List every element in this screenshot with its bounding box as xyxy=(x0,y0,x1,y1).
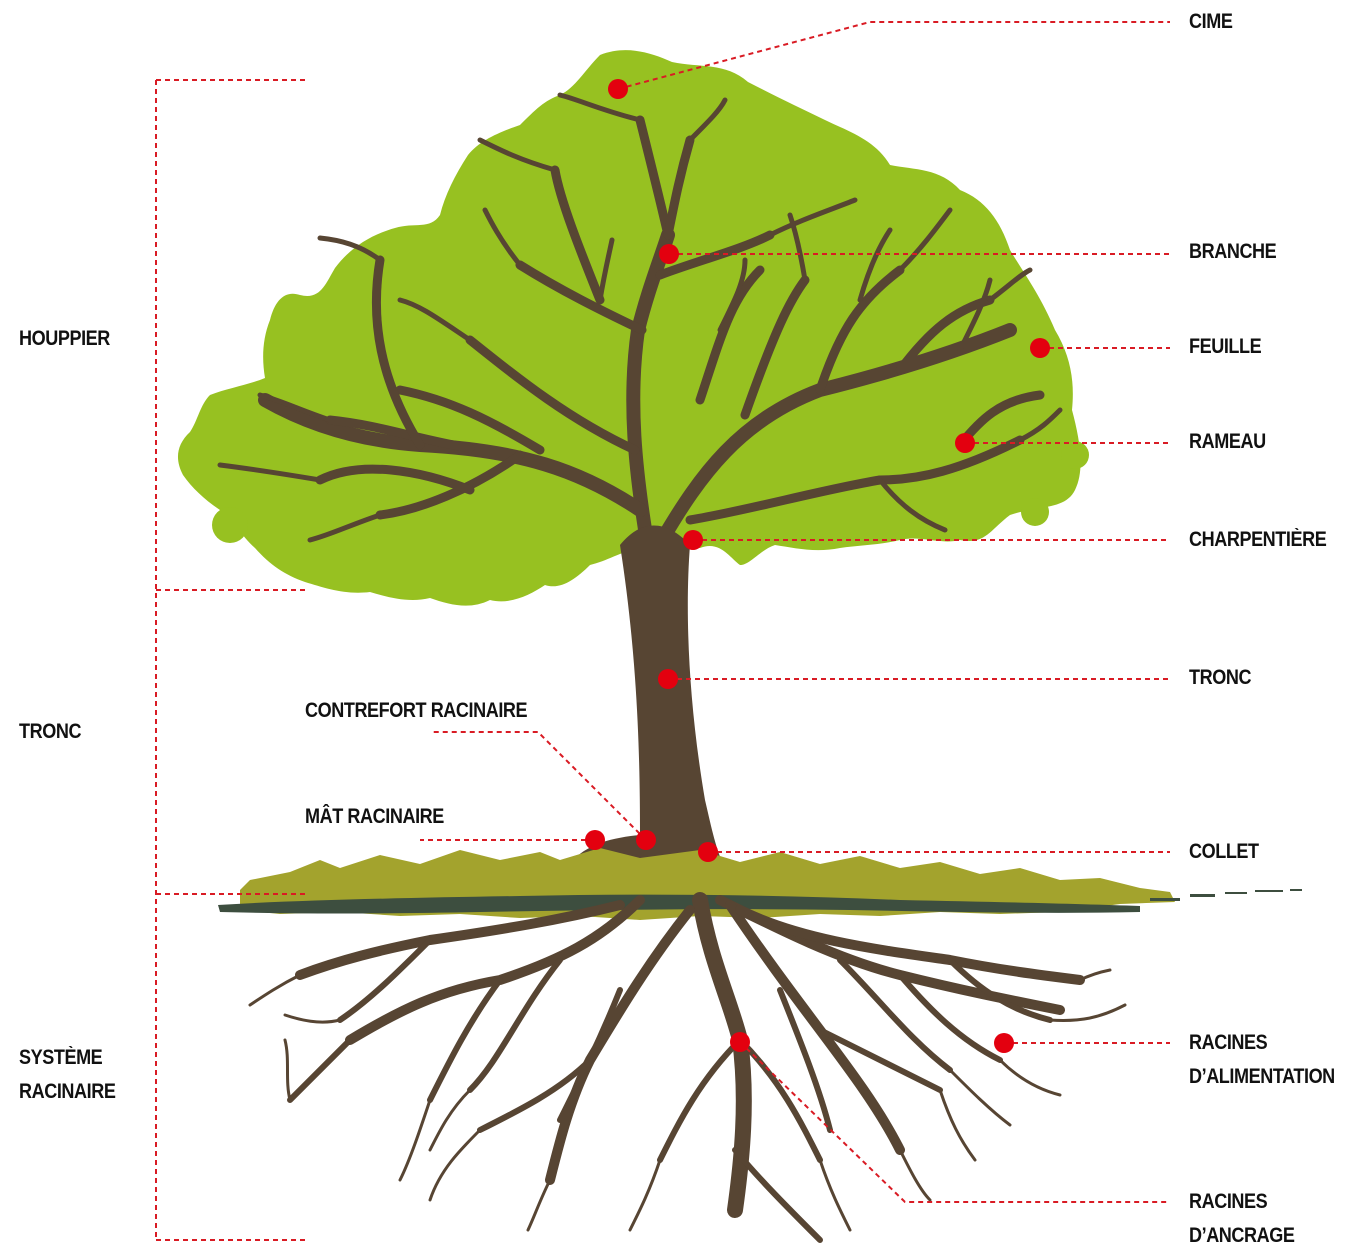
label-rameau: RAMEAU xyxy=(1189,425,1266,459)
soil-flecks xyxy=(1150,889,1302,901)
marker-contrefort xyxy=(636,830,656,850)
marker-alimentation xyxy=(994,1033,1014,1053)
section-label-systeme-line2: RACINAIRE xyxy=(19,1075,115,1109)
label-racines-alimentation: RACINES D’ALIMENTATION xyxy=(1189,1026,1335,1094)
label-cime: CIME xyxy=(1189,5,1232,39)
label-branche: BRANCHE xyxy=(1189,235,1276,269)
trunk xyxy=(567,525,725,868)
section-label-systeme-line1: SYSTÈME xyxy=(19,1041,115,1075)
marker-collet xyxy=(698,842,718,862)
label-alimentation-line1: RACINES xyxy=(1189,1026,1335,1060)
root-system xyxy=(250,900,1125,1240)
label-ancrage-line1: RACINES xyxy=(1189,1185,1294,1219)
section-label-houppier: HOUPPIER xyxy=(19,322,110,356)
marker-tronc xyxy=(658,669,678,689)
section-label-tronc: TRONC xyxy=(19,715,81,749)
label-racines-ancrage: RACINES D’ANCRAGE xyxy=(1189,1185,1294,1253)
leader-ancrage xyxy=(740,1042,1170,1202)
label-charpentiere: CHARPENTIÈRE xyxy=(1189,523,1326,557)
marker-charpentiere xyxy=(683,530,703,550)
label-mat-racinaire: MÂT RACINAIRE xyxy=(305,800,444,834)
section-bracket xyxy=(156,80,305,1240)
label-feuille: FEUILLE xyxy=(1189,330,1261,364)
label-contrefort-racinaire: CONTREFORT RACINAIRE xyxy=(305,694,527,728)
marker-mat xyxy=(585,830,605,850)
label-collet: COLLET xyxy=(1189,835,1259,869)
leader-contrefort xyxy=(430,732,646,840)
label-alimentation-line2: D’ALIMENTATION xyxy=(1189,1060,1335,1094)
marker-cime xyxy=(608,79,628,99)
marker-feuille xyxy=(1030,338,1050,358)
marker-branche xyxy=(659,244,679,264)
section-label-systeme-racinaire: SYSTÈME RACINAIRE xyxy=(19,1041,115,1109)
marker-ancrage xyxy=(730,1032,750,1052)
marker-rameau xyxy=(955,433,975,453)
label-tronc: TRONC xyxy=(1189,661,1251,695)
